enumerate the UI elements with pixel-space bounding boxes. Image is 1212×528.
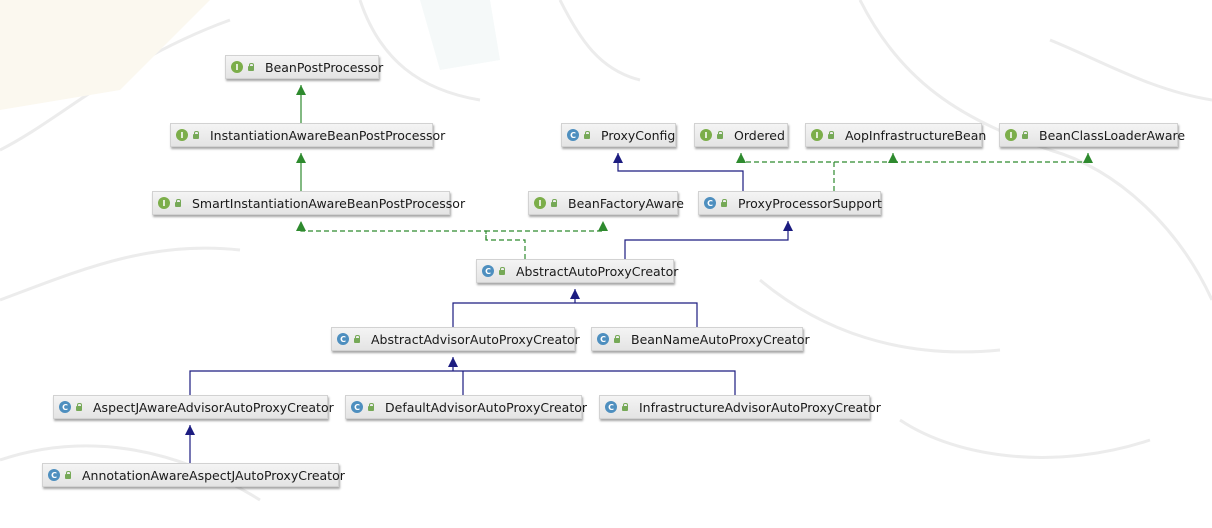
node-label: BeanNameAutoProxyCreator — [631, 331, 810, 347]
class-icon: C — [567, 129, 579, 141]
edge-pps-to-aib — [834, 153, 894, 163]
class-icon: C — [597, 333, 609, 345]
node-proxy-processor-support[interactable]: C ProxyProcessorSupport — [698, 191, 882, 215]
edge-pps-to-pc — [617, 153, 744, 191]
node-proxy-config[interactable]: C ProxyConfig — [561, 123, 676, 147]
edge-aapc-to-pps — [624, 221, 789, 259]
arrowhead — [185, 425, 195, 435]
node-label: DefaultAdvisorAutoProxyCreator — [385, 399, 588, 415]
lock-icon — [367, 403, 375, 411]
arrowhead — [296, 85, 306, 95]
node-label: BeanPostProcessor — [265, 59, 384, 75]
lock-icon — [550, 199, 558, 207]
node-label: AspectJAwareAdvisorAutoProxyCreator — [93, 399, 334, 415]
lock-icon — [583, 131, 591, 139]
node-infrastructure-advisor-auto-proxy-creator[interactable]: C InfrastructureAdvisorAutoProxyCreator — [599, 395, 881, 419]
node-label: BeanClassLoaderAware — [1039, 127, 1186, 143]
class-icon: C — [351, 401, 363, 413]
node-smart-instantiation-aware-bean-post-processor[interactable]: I SmartInstantiationAwareBeanPostProcess… — [152, 191, 465, 215]
node-abstract-advisor-auto-proxy-creator[interactable]: C AbstractAdvisorAutoProxyCreator — [331, 327, 580, 351]
class-icon: C — [605, 401, 617, 413]
arrowhead — [570, 289, 580, 299]
lock-icon — [827, 131, 835, 139]
arrowhead — [736, 153, 746, 163]
lock-icon — [174, 199, 182, 207]
node-ordered[interactable]: I Ordered — [694, 123, 788, 147]
lock-icon — [1021, 131, 1029, 139]
node-label: AnnotationAwareAspectJAutoProxyCreator — [82, 467, 345, 483]
lock-icon — [720, 199, 728, 207]
node-abstract-auto-proxy-creator[interactable]: C AbstractAutoProxyCreator — [476, 259, 678, 283]
class-icon: C — [59, 401, 71, 413]
node-bean-factory-aware[interactable]: I BeanFactoryAware — [528, 191, 684, 215]
lock-icon — [498, 267, 506, 275]
interface-icon: I — [534, 197, 546, 209]
lock-icon — [192, 131, 200, 139]
edge-aapc-to-siabpp — [300, 221, 526, 259]
arrowhead — [448, 357, 458, 367]
node-label: ProxyProcessorSupport — [738, 195, 882, 211]
class-icon: C — [337, 333, 349, 345]
node-instantiation-aware-bean-post-processor[interactable]: I InstantiationAwareBeanPostProcessor — [170, 123, 445, 147]
edge-pps-to-ordered — [740, 153, 835, 191]
interface-icon: I — [700, 129, 712, 141]
node-default-advisor-auto-proxy-creator[interactable]: C DefaultAdvisorAutoProxyCreator — [345, 395, 587, 419]
lock-icon — [247, 63, 255, 71]
node-label: InstantiationAwareBeanPostProcessor — [210, 127, 446, 143]
node-label: InfrastructureAdvisorAutoProxyCreator — [639, 399, 881, 415]
node-aop-infrastructure-bean[interactable]: I AopInfrastructureBean — [805, 123, 986, 147]
arrowhead — [598, 221, 608, 231]
lock-icon — [716, 131, 724, 139]
node-annotation-aware-aspectj-auto-proxy-creator[interactable]: C AnnotationAwareAspectJAutoProxyCreator — [42, 463, 345, 487]
interface-icon: I — [176, 129, 188, 141]
arrowhead — [296, 153, 306, 163]
interface-icon: I — [158, 197, 170, 209]
node-aspectj-aware-advisor-auto-proxy-creator[interactable]: C AspectJAwareAdvisorAutoProxyCreator — [53, 395, 334, 419]
interface-icon: I — [1005, 129, 1017, 141]
node-bean-name-auto-proxy-creator[interactable]: C BeanNameAutoProxyCreator — [591, 327, 810, 351]
arrowhead — [613, 153, 623, 163]
node-label: AbstractAdvisorAutoProxyCreator — [371, 331, 580, 347]
node-label: Ordered — [734, 127, 785, 143]
node-label: BeanFactoryAware — [568, 195, 684, 211]
node-label: ProxyConfig — [601, 127, 676, 143]
arrowhead — [888, 153, 898, 163]
lock-icon — [353, 335, 361, 343]
lock-icon — [75, 403, 83, 411]
node-bean-class-loader-aware[interactable]: I BeanClassLoaderAware — [999, 123, 1185, 147]
lock-icon — [621, 403, 629, 411]
node-label: AopInfrastructureBean — [845, 127, 987, 143]
edge-pps-to-bcla — [893, 153, 1089, 163]
edge-subclasses-to-aapc — [452, 302, 698, 327]
node-bean-post-processor[interactable]: I BeanPostProcessor — [225, 55, 383, 79]
interface-icon: I — [231, 61, 243, 73]
arrowhead — [783, 221, 793, 231]
edge-aapc-to-bfa — [485, 221, 604, 240]
class-icon: C — [482, 265, 494, 277]
interface-icon: I — [811, 129, 823, 141]
arrowhead — [296, 221, 306, 231]
class-icon: C — [704, 197, 716, 209]
lock-icon — [613, 335, 621, 343]
lock-icon — [64, 471, 72, 479]
node-label: AbstractAutoProxyCreator — [516, 263, 679, 279]
class-icon: C — [48, 469, 60, 481]
node-label: SmartInstantiationAwareBeanPostProcessor — [192, 195, 466, 211]
arrowhead — [1083, 153, 1093, 163]
